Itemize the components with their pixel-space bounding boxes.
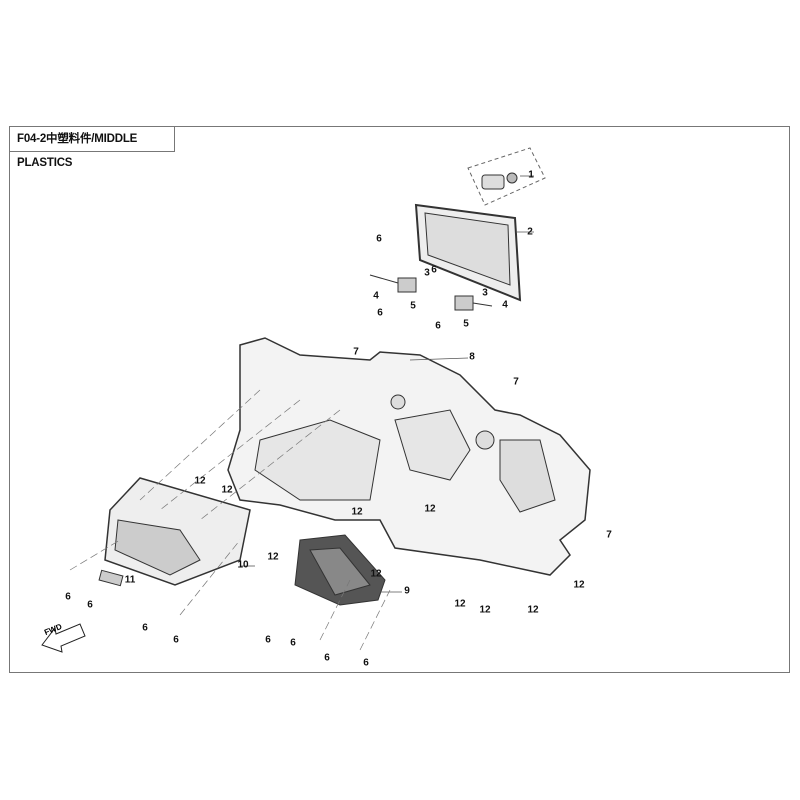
callout: 5 — [463, 318, 469, 330]
callout: 11 — [124, 574, 136, 586]
callout: 12 — [479, 604, 491, 616]
callout: 12 — [454, 598, 466, 610]
callout: 6 — [65, 591, 71, 603]
part-1-latch — [467, 147, 546, 206]
part-11-pad — [98, 569, 124, 587]
callout: 6 — [324, 652, 330, 664]
callout: 6 — [376, 233, 382, 245]
callout: 12 — [194, 475, 206, 487]
diagram-title: F04-2中塑料件/MIDDLE PLASTICS — [9, 126, 175, 169]
drawing-frame — [9, 126, 790, 673]
part-2-glovebox-lid — [414, 203, 522, 302]
callout: 12 — [370, 568, 382, 580]
callout: 6 — [431, 264, 437, 276]
callout: 12 — [527, 604, 539, 616]
callout: 3 — [482, 287, 488, 299]
part-9-lower-panel — [294, 534, 386, 606]
callout: 12 — [424, 503, 436, 515]
callout: 12 — [267, 551, 279, 563]
callout: 1 — [528, 169, 534, 181]
hinge-left — [369, 274, 417, 293]
callout: 6 — [173, 634, 179, 646]
callout: 6 — [87, 599, 93, 611]
callout: 4 — [502, 299, 508, 311]
callout: 7 — [353, 346, 359, 358]
callout: 6 — [290, 637, 296, 649]
callout: 12 — [351, 506, 363, 518]
callout: 6 — [377, 307, 383, 319]
hinge-right — [454, 295, 493, 311]
callout: 10 — [237, 559, 249, 571]
callout: 8 — [469, 351, 475, 363]
callout: 12 — [573, 579, 585, 591]
callout: 9 — [404, 585, 410, 597]
part-8-middle-dash — [227, 337, 591, 576]
callout: 6 — [435, 320, 441, 332]
callout: 7 — [606, 529, 612, 541]
fwd-arrow-icon — [41, 623, 86, 653]
callout: 2 — [527, 226, 533, 238]
callout: 5 — [410, 300, 416, 312]
part-10-storage-bin — [104, 477, 251, 586]
callout: 3 — [424, 267, 430, 279]
callout: 4 — [373, 290, 379, 302]
callout: 7 — [513, 376, 519, 388]
callout: 6 — [265, 634, 271, 646]
callout: 6 — [142, 622, 148, 634]
callout: 12 — [221, 484, 233, 496]
callout: 6 — [363, 657, 369, 669]
